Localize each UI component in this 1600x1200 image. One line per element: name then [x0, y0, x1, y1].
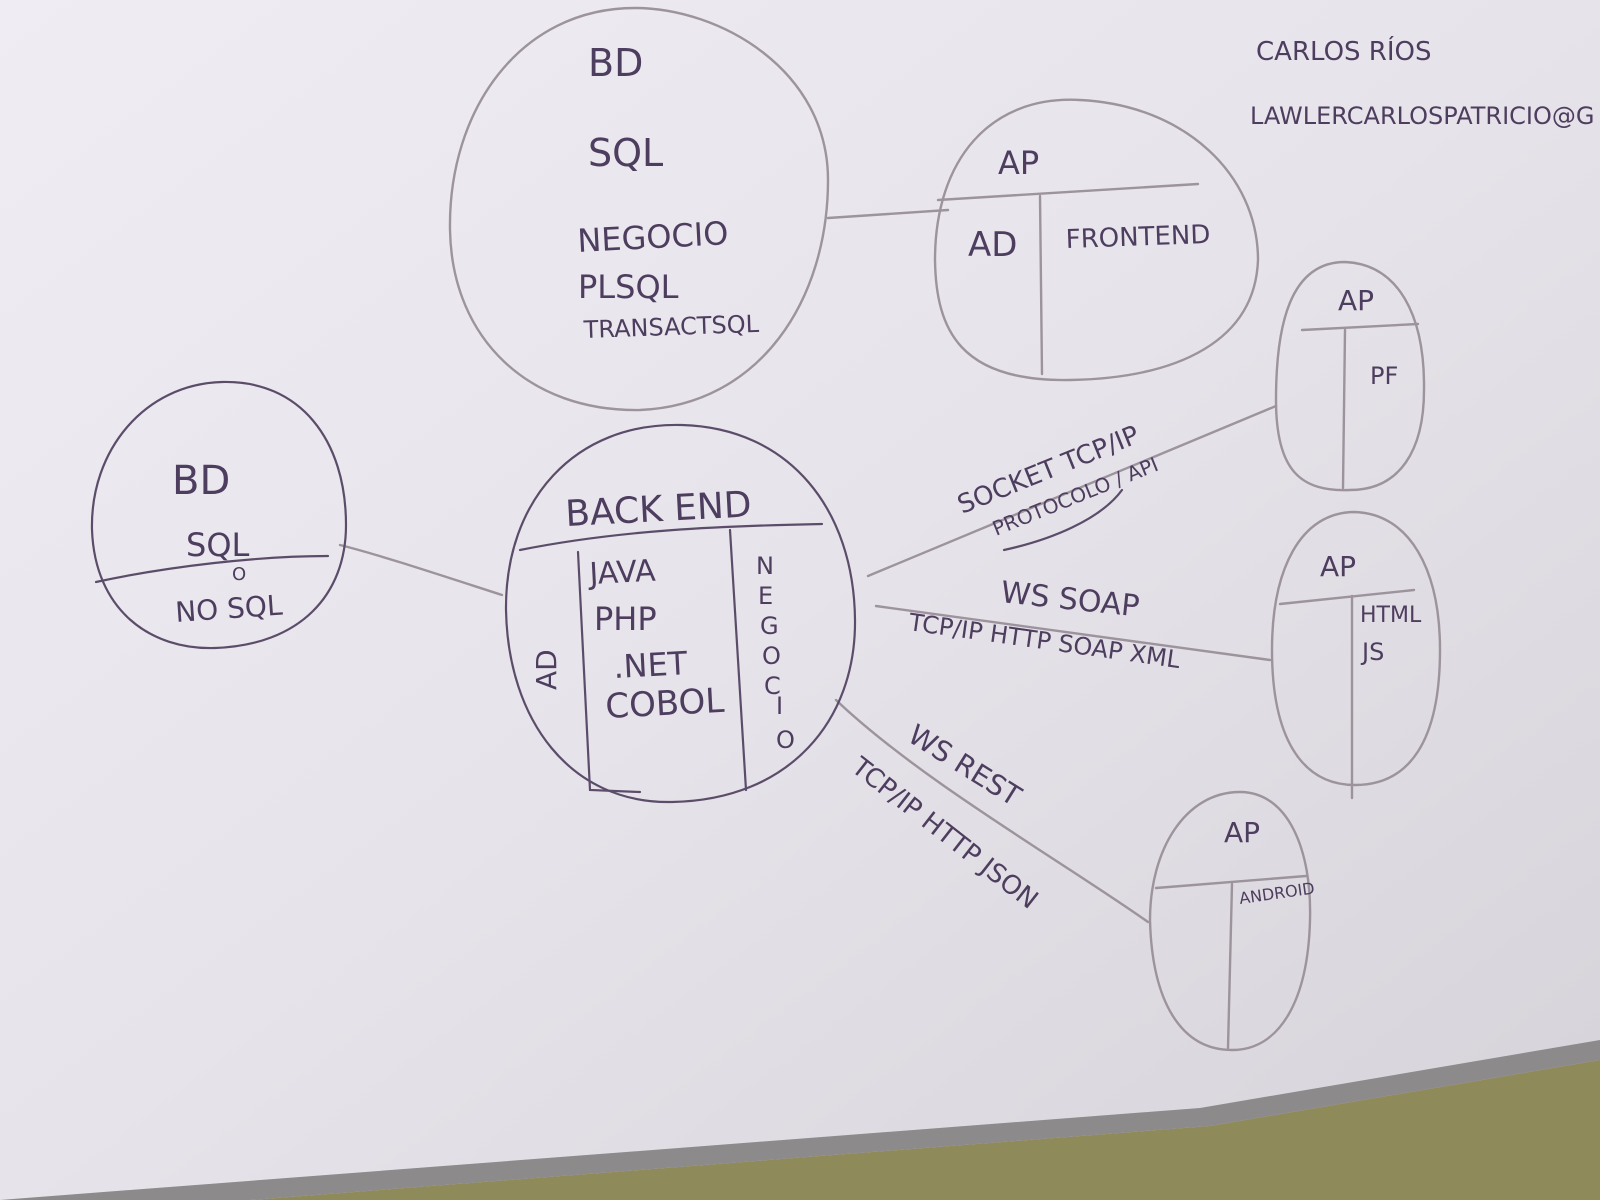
bd-sql-top-subtitle: SQL	[588, 131, 663, 175]
wall	[250, 1060, 1600, 1200]
backend-language-1: JAVA	[587, 554, 657, 593]
frontend-node-right: FRONTEND	[1065, 220, 1211, 255]
backend-node: BACK END AD JAVA PHP .NET COBOL N E G O …	[504, 423, 857, 804]
bd-left-sql: SQL	[186, 526, 250, 564]
backend-negocio-letter: O	[762, 642, 781, 670]
ap-pf-header: AP	[1338, 284, 1374, 317]
backend-negocio-vertical: N E G O C I O	[756, 552, 795, 754]
bd-left-nosql: NO SQL	[174, 589, 284, 629]
ap-html-header: AP	[1320, 550, 1356, 583]
bd-sql-top-line-2: PLSQL	[578, 268, 679, 306]
backend-side-label: AD	[530, 649, 563, 690]
ap-android-header: AP	[1224, 816, 1260, 849]
frontend-node: AP AD FRONTEND	[933, 98, 1260, 382]
frontend-node-left: AD	[968, 225, 1017, 265]
backend-negocio-letter: I	[776, 692, 783, 720]
author-header: CARLOS RÍOS LAWLERCARLOSPATRICIO@G	[1250, 35, 1595, 130]
ap-pf-label: PF	[1370, 362, 1398, 390]
backend-negocio-letter: O	[776, 726, 795, 754]
frontend-node-header: AP	[998, 144, 1039, 182]
backend-language-4: COBOL	[604, 681, 725, 727]
ap-html-line-1: HTML	[1360, 603, 1422, 628]
backend-language-2: PHP	[594, 600, 657, 638]
socket-underline	[1002, 488, 1124, 552]
backend-language-3: .NET	[612, 644, 688, 686]
backend-negocio-letter: G	[760, 612, 779, 640]
backend-negocio-letter: C	[764, 672, 781, 700]
bd-sql-top-line-1: NEGOCIO	[576, 214, 729, 260]
ap-html-line-2: JS	[1360, 638, 1384, 666]
backend-negocio-letter: N	[756, 552, 774, 580]
ap-pf-node: AP PF	[1274, 260, 1426, 492]
bd-left-node: BD SQL O NO SQL	[90, 380, 348, 650]
bd-sql-top-line-3: TRANSACTSQL	[582, 310, 760, 344]
bd-left-title: BD	[172, 458, 230, 504]
author-name: CARLOS RÍOS	[1256, 35, 1432, 67]
connector-lines	[338, 208, 1278, 924]
backend-negocio-letter: E	[758, 582, 773, 610]
bd-sql-top-title: BD	[588, 41, 643, 85]
ap-html-node: AP HTML JS	[1270, 510, 1442, 800]
bd-sql-top-node: BD SQL NEGOCIO PLSQL TRANSACTSQL	[448, 6, 830, 412]
backend-header: BACK END	[564, 484, 752, 535]
author-email: LAWLERCARLOSPATRICIO@G	[1250, 102, 1595, 130]
bd-left-or: O	[232, 564, 246, 585]
